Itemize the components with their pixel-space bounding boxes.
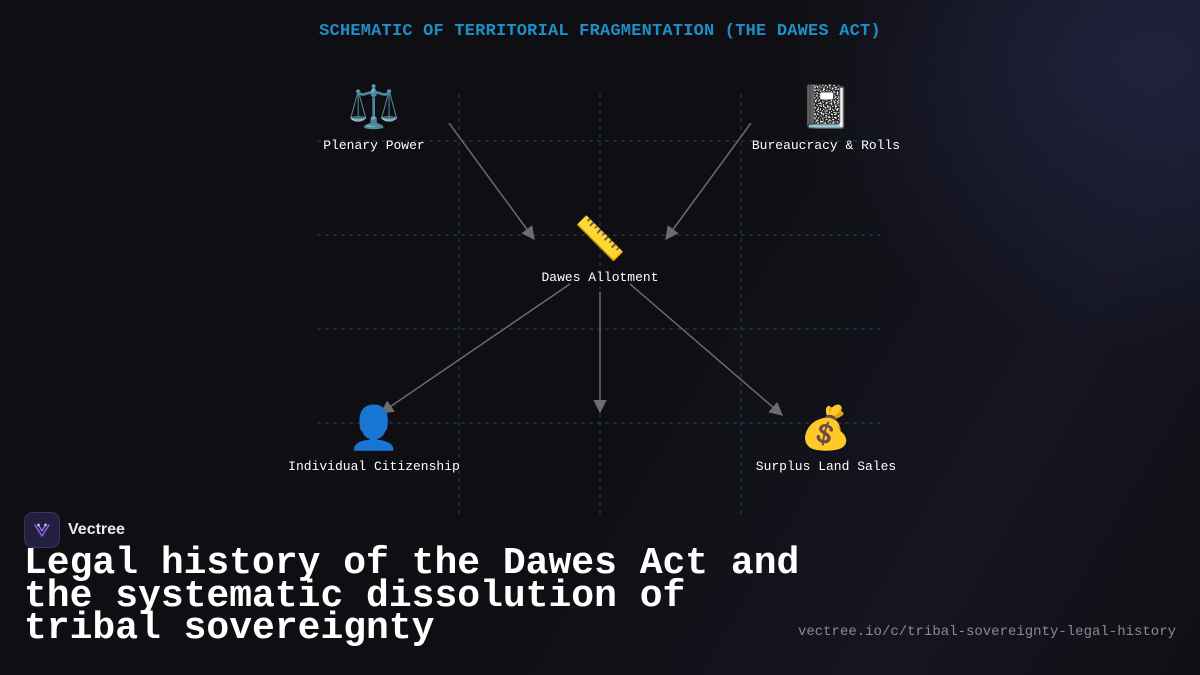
notebook-icon: 📓 (799, 82, 853, 131)
node-label: Bureaucracy & Rolls (751, 138, 901, 153)
vectree-logo-icon (24, 512, 60, 548)
page-url: vectree.io/c/tribal-sovereignty-legal-hi… (797, 624, 1176, 640)
edge-dawes-to-surplus (629, 283, 784, 416)
node-label: Plenary Power (323, 138, 425, 153)
brand-name: Vectree (68, 521, 125, 538)
node-plenary-power: ⚖️ Plenary Power (264, 82, 484, 153)
edge-dawes-to-citizenship (379, 283, 571, 414)
brand: Vectree (24, 512, 125, 548)
node-bureaucracy-rolls: 📓 Bureaucracy & Rolls (716, 82, 936, 153)
node-individual-citizenship: 👤 Individual Citizenship (264, 403, 484, 474)
page-headline: Legal history of the Dawes Act and the s… (24, 542, 800, 650)
node-surplus-land-sales: 💰 Surplus Land Sales (716, 403, 936, 474)
ruler-icon: 📏 (573, 214, 627, 263)
diagram-title: SCHEMATIC OF TERRITORIAL FRAGMENTATION (… (319, 22, 881, 41)
edge-plenary-to-dawes (448, 122, 535, 241)
person-silhouette-icon: 👤 (347, 403, 401, 452)
edge-bureaucracy-to-dawes (665, 122, 752, 241)
edges (379, 122, 784, 416)
balance-scale-icon: ⚖️ (347, 82, 401, 131)
node-label: Dawes Allotment (541, 270, 659, 285)
node-label: Surplus Land Sales (755, 459, 897, 474)
node-dawes-allotment: 📏 Dawes Allotment (490, 214, 710, 285)
node-label: Individual Citizenship (288, 459, 460, 474)
money-bag-icon: 💰 (799, 403, 853, 452)
